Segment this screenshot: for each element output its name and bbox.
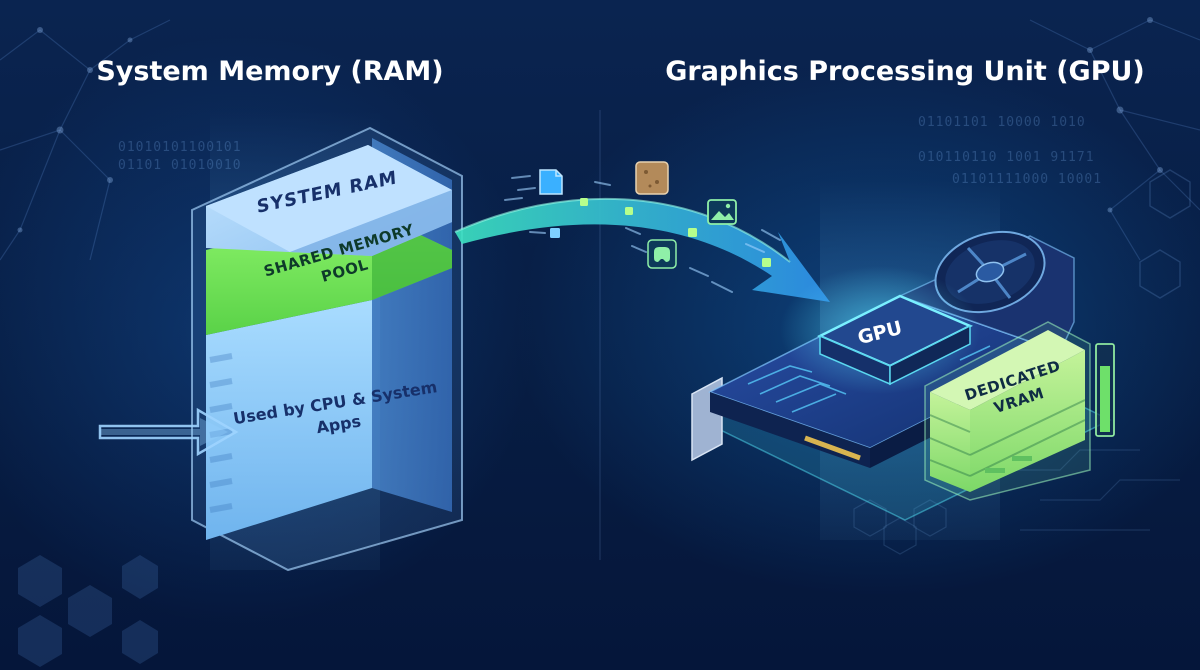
data-packet-icon: [625, 207, 633, 215]
binary-text: 010110110 1001 91171: [918, 150, 1095, 165]
texture-icon: [635, 161, 669, 195]
incoming-arrow: [98, 407, 239, 457]
binary-text: 01101101 10000 1010: [918, 115, 1086, 130]
dedicated-vram-stack: [924, 321, 1091, 501]
system-ram-block: [191, 126, 463, 572]
ram-main-segment: [206, 300, 372, 540]
data-flow-arrow: [454, 175, 830, 302]
vram-usage-meter: [1095, 343, 1115, 437]
image-icon: [707, 199, 737, 225]
file-icon: [539, 169, 563, 195]
binary-text: 01010101100101: [118, 140, 242, 155]
gamepad-icon: [647, 239, 677, 269]
data-packet-icon: [550, 228, 560, 238]
data-packet-icon: [688, 228, 697, 237]
binary-text: 01101 01010010: [118, 158, 242, 173]
title-system-memory: System Memory (RAM): [96, 56, 444, 87]
data-packet-icon: [762, 258, 771, 267]
title-gpu: Graphics Processing Unit (GPU): [665, 56, 1145, 87]
data-packet-icon: [580, 198, 588, 206]
